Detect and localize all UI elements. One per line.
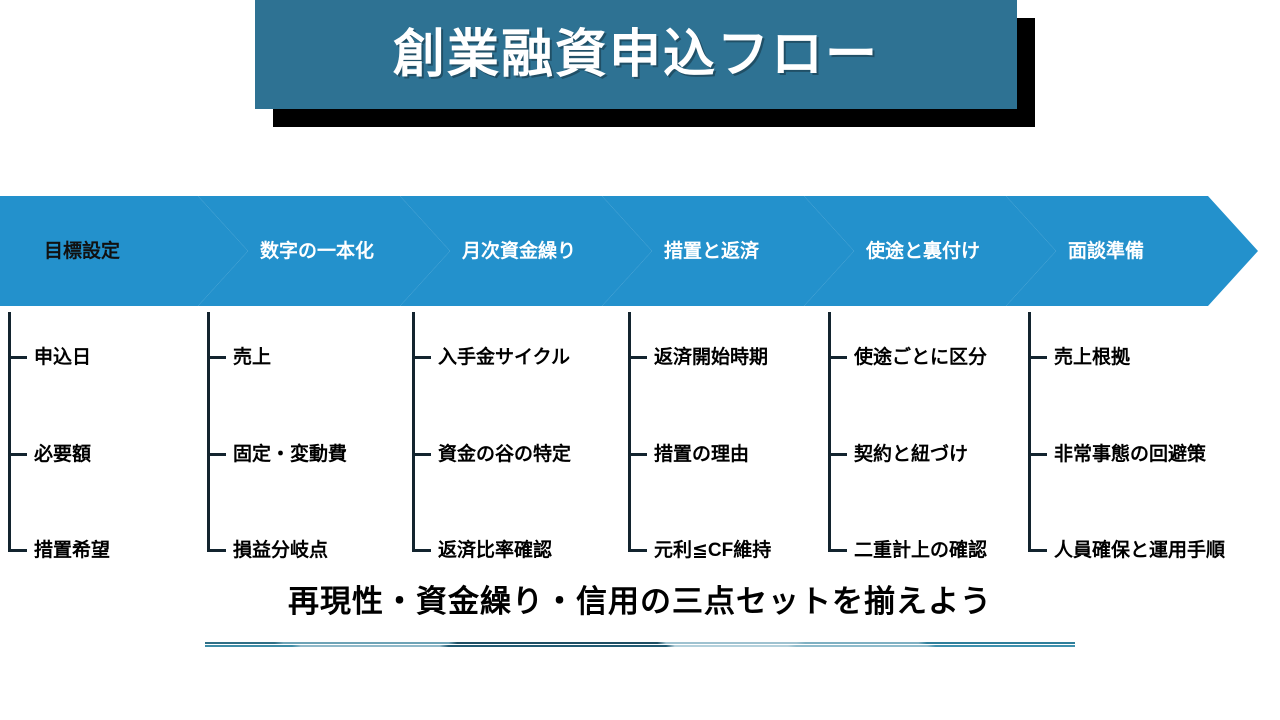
branch-tick-icon [8,355,27,359]
list-item[interactable]: 二重計上の確認 [828,539,987,561]
footer-rule-line-bottom [205,645,1075,647]
branch-tick-icon [628,452,647,456]
column-spine [412,312,415,551]
branch-tick-icon [1028,548,1047,552]
list-item-label: 資金の谷の特定 [438,443,572,465]
flow-step-1[interactable]: 目標設定 [0,196,248,306]
flow-step-label: 目標設定 [44,240,121,262]
branch-tick-icon [1028,452,1047,456]
column-spine [207,312,210,551]
list-item-label: 措置の理由 [654,443,750,465]
title-area: 創業融資申込フロー [0,0,1280,140]
flow-chevron-band: 目標設定 数字の一本化 月次資金繰り 措置と返済 使途と裏付け 面談準備 [0,196,1280,306]
list-item-label: 売上根拠 [1054,346,1131,368]
branch-tick-icon [207,452,226,456]
list-item[interactable]: 使途ごとに区分 [828,346,987,368]
list-item[interactable]: 必要額 [8,443,91,465]
flow-step-3[interactable]: 月次資金繰り [400,196,652,306]
branch-tick-icon [8,452,27,456]
list-item[interactable]: 返済開始時期 [628,346,768,368]
branch-tick-icon [207,548,226,552]
footer-area: 再現性・資金繰り・信用の三点セットを揃えよう [0,586,1280,666]
list-item[interactable]: 申込日 [8,346,91,368]
list-item-label: 契約と紐づけ [854,443,969,465]
flow-step-label: 月次資金繰り [462,240,577,262]
list-item[interactable]: 資金の谷の特定 [412,443,571,465]
list-item[interactable]: 措置の理由 [628,443,749,465]
list-item[interactable]: 入手金サイクル [412,346,570,368]
column-spine [828,312,831,551]
list-item-label: 元利≦CF維持 [654,539,772,561]
flow-step-label: 面談準備 [1068,240,1145,262]
column-spine [628,312,631,551]
branch-tick-icon [828,548,847,552]
title-banner: 創業融資申込フロー [255,0,1017,109]
list-item-label: 二重計上の確認 [854,539,988,561]
list-item[interactable]: 売上根拠 [1028,346,1130,368]
column-spine [8,312,11,551]
footer-rule-line-top [205,642,1075,644]
list-item[interactable]: 措置希望 [8,539,110,561]
flow-detail-columns: 申込日必要額措置希望 売上固定・変動費損益分岐点 入手金サイクル資金の谷の特定返済比… [0,306,1280,566]
list-item[interactable]: 固定・変動費 [207,443,347,465]
list-item[interactable]: 売上 [207,346,271,368]
branch-tick-icon [1028,355,1047,359]
list-item-label: 必要額 [34,443,92,465]
list-item-label: 損益分岐点 [233,539,329,561]
list-item-label: 措置希望 [34,539,111,561]
list-item[interactable]: 返済比率確認 [412,539,552,561]
list-item-label: 返済比率確認 [438,539,553,561]
footer-rule [205,642,1075,648]
list-item-label: 固定・変動費 [233,443,348,465]
page-title: 創業融資申込フロー [392,25,879,84]
branch-tick-icon [828,355,847,359]
list-item[interactable]: 非常事態の回避策 [1028,443,1206,465]
list-item[interactable]: 人員確保と運用手順 [1028,539,1225,561]
branch-tick-icon [412,355,431,359]
footer-tagline: 再現性・資金繰り・信用の三点セットを揃えよう [288,584,992,619]
list-item-label: 売上 [233,346,272,368]
flow-step-label: 使途と裏付け [866,240,981,262]
branch-tick-icon [207,355,226,359]
flow-step-label: 数字の一本化 [260,240,375,262]
branch-tick-icon [628,548,647,552]
branch-tick-icon [828,452,847,456]
list-item-label: 返済開始時期 [654,346,769,368]
list-item-label: 入手金サイクル [438,346,571,368]
list-item[interactable]: 元利≦CF維持 [628,539,771,561]
branch-tick-icon [8,548,27,552]
column-spine [1028,312,1031,551]
list-item[interactable]: 契約と紐づけ [828,443,968,465]
branch-tick-icon [628,355,647,359]
flow-step-label: 措置と返済 [664,240,760,262]
list-item-label: 使途ごとに区分 [854,346,988,368]
list-item-label: 申込日 [34,346,92,368]
branch-tick-icon [412,452,431,456]
list-item-label: 非常事態の回避策 [1054,443,1207,465]
flow-step-6[interactable]: 面談準備 [1006,196,1258,306]
branch-tick-icon [412,548,431,552]
list-item-label: 人員確保と運用手順 [1054,539,1226,561]
list-item[interactable]: 損益分岐点 [207,539,328,561]
